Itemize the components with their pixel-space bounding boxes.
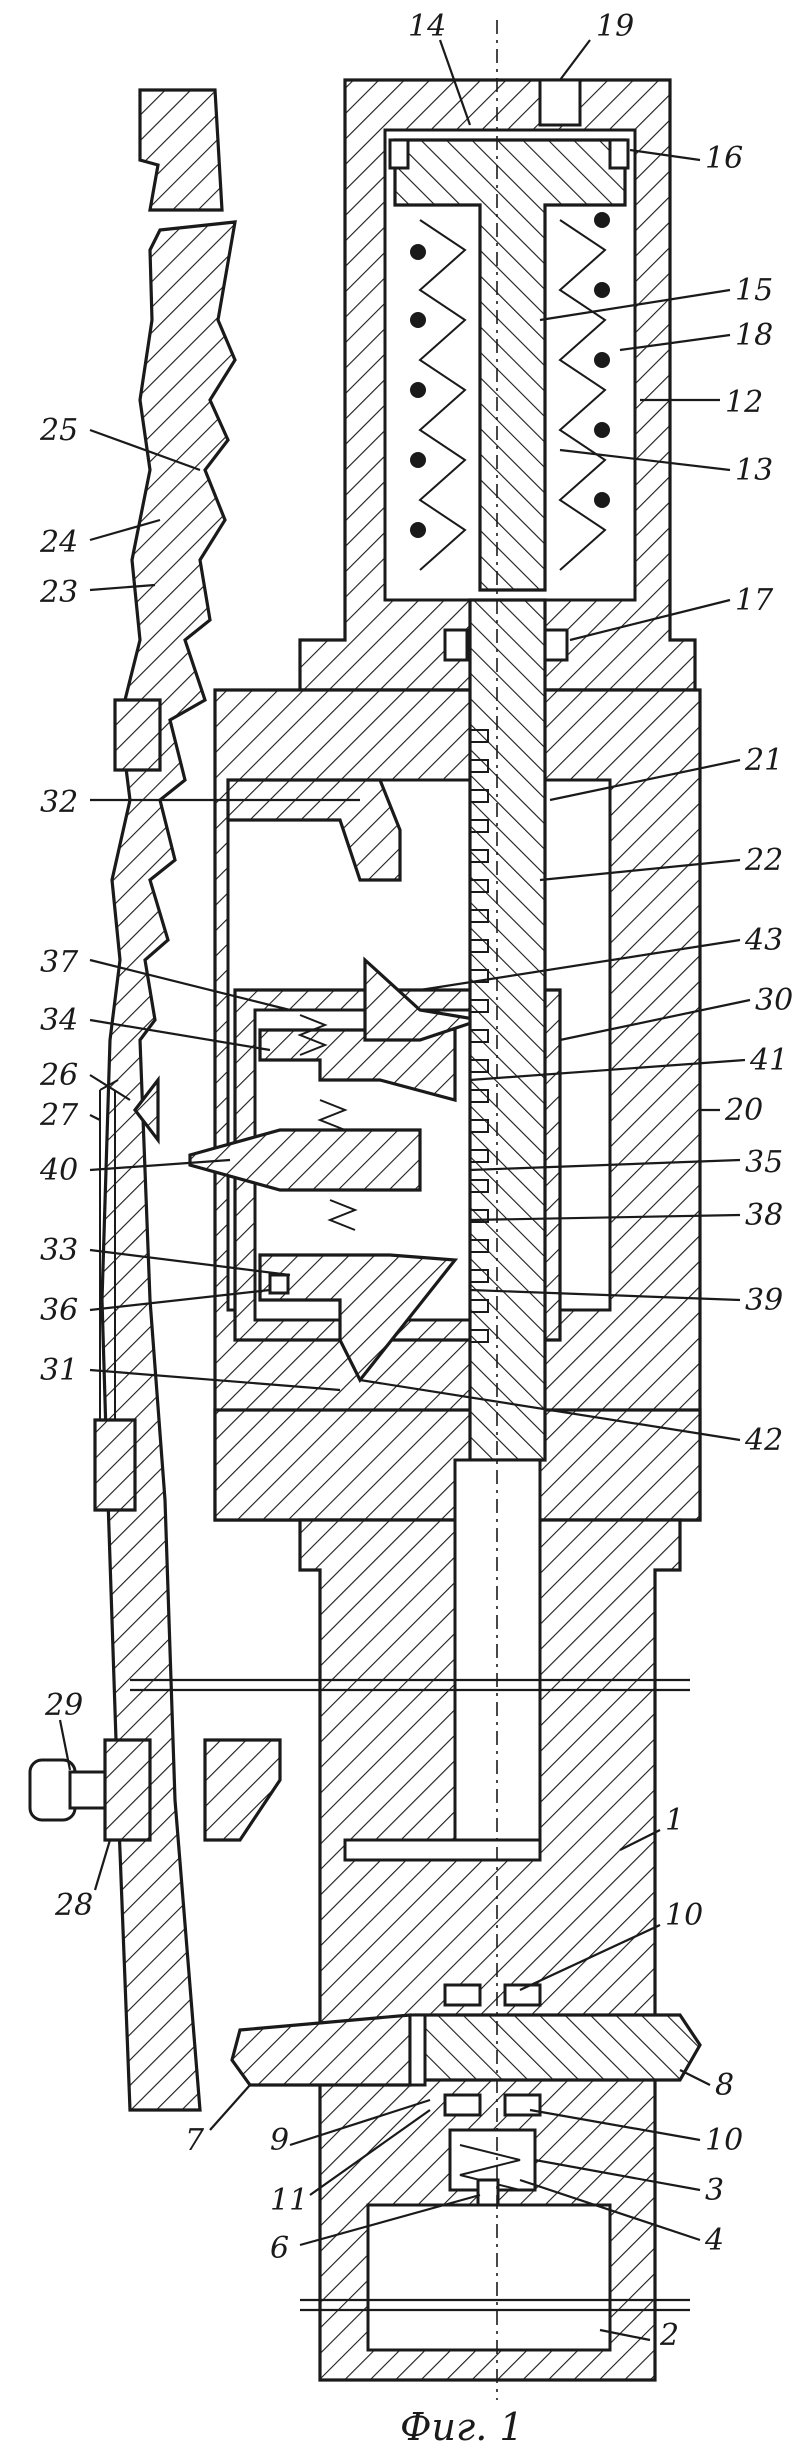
label-37: 37	[40, 945, 79, 980]
label-23: 23	[39, 575, 78, 610]
label-6: 6	[270, 2231, 289, 2266]
figure-caption: Фиг. 1	[400, 2405, 524, 2449]
label-33: 33	[40, 1233, 78, 1268]
label-7: 7	[185, 2123, 205, 2158]
label-13: 13	[735, 453, 773, 488]
label-22: 22	[744, 843, 783, 878]
label-24: 24	[39, 525, 78, 560]
seal-17	[445, 630, 467, 660]
label-19: 19	[596, 9, 634, 44]
label-21: 21	[744, 743, 783, 778]
label-8: 8	[715, 2068, 734, 2103]
seal-16	[390, 140, 408, 168]
label-10-top: 10	[665, 1898, 703, 1933]
label-10-bottom: 10	[705, 2123, 743, 2158]
label-17: 17	[735, 583, 774, 618]
chamber-2	[368, 2205, 610, 2350]
casing-1	[300, 1460, 680, 2380]
label-11: 11	[270, 2183, 308, 2218]
label-35: 35	[745, 1145, 783, 1180]
label-42: 43	[744, 923, 783, 958]
stem-6	[478, 2180, 498, 2205]
label-39: 39	[745, 1283, 783, 1318]
label-15: 15	[735, 273, 773, 308]
seal-17b	[545, 630, 567, 660]
label-9: 9	[270, 2123, 289, 2158]
label-28: 28	[54, 1888, 93, 1923]
vent-19	[540, 80, 580, 125]
label-40: 41	[749, 1043, 788, 1078]
label-29: 29	[44, 1688, 83, 1723]
label-4: 4	[704, 2223, 724, 2258]
nut-10a	[445, 1985, 480, 2005]
label-18: 18	[735, 318, 773, 353]
label-2: 2	[659, 2318, 679, 2353]
label-1: 1	[665, 1803, 684, 1838]
nut-10d	[505, 2095, 540, 2115]
nut-10c	[445, 2095, 480, 2115]
label-32: 32	[40, 785, 78, 820]
label-30: 30	[755, 983, 793, 1018]
rod-21	[470, 600, 545, 1460]
support-28	[205, 1740, 280, 1840]
label-12: 12	[725, 385, 763, 420]
label-41: 42	[744, 1423, 783, 1458]
label-27: 27	[39, 1098, 79, 1133]
rack-guide-block	[115, 700, 160, 770]
label-25: 25	[39, 413, 78, 448]
label-14: 14	[408, 9, 446, 44]
label-36: 36	[40, 1293, 78, 1328]
label-34: 34	[40, 1003, 78, 1038]
seal-16b	[610, 140, 628, 168]
label-3: 3	[705, 2173, 724, 2208]
label-26: 26	[39, 1058, 78, 1093]
label-20: 20	[724, 1093, 763, 1128]
label-38: 38	[745, 1198, 783, 1233]
label-43: 40	[39, 1153, 78, 1188]
label-31: 31	[40, 1353, 78, 1388]
label-16: 16	[705, 141, 743, 176]
